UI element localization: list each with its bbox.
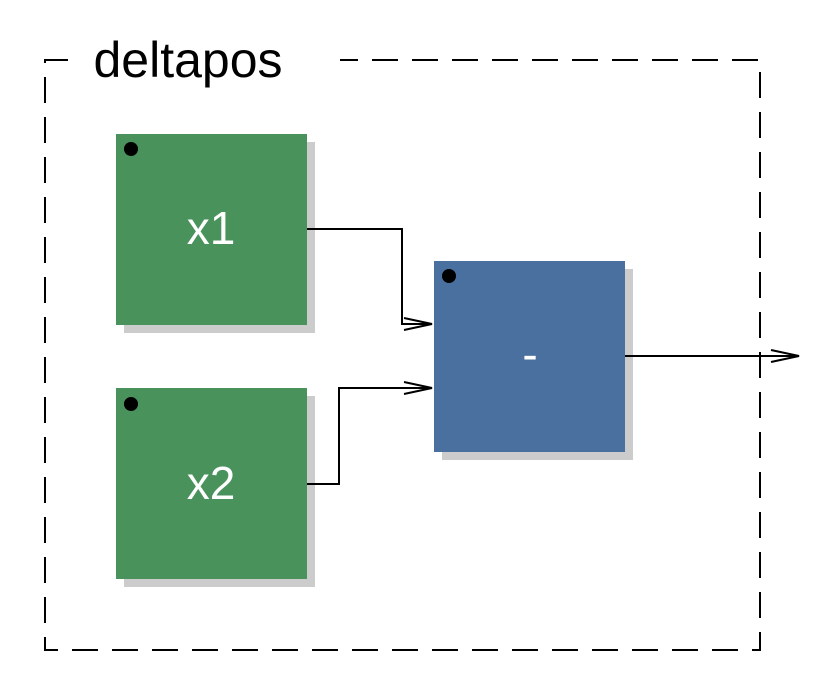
block-x2-body[interactable] (116, 388, 307, 579)
wire-x2-arrowhead (403, 381, 433, 395)
block-x1-label: x1 (187, 202, 236, 254)
block-minus[interactable]: - (434, 261, 633, 460)
block-x2-origin-dot (124, 397, 138, 411)
wire-output-arrowhead (770, 349, 800, 363)
group-frame-border (44, 59, 761, 651)
wires (307, 228, 800, 485)
block-x1-origin-dot (124, 142, 138, 156)
block-minus-label: - (522, 328, 537, 380)
block-x1[interactable]: x1 (116, 134, 315, 333)
wire-x1-to-minus[interactable] (307, 228, 432, 325)
block-x2[interactable]: x2 (116, 388, 315, 587)
wire-x2-to-minus[interactable] (307, 387, 432, 485)
group-frame: deltapos (44, 32, 761, 651)
block-minus-origin-dot (442, 269, 456, 283)
wire-x1-arrowhead (403, 317, 433, 331)
group-title: deltapos (93, 32, 282, 88)
block-x2-label: x2 (187, 457, 236, 509)
block-minus-body[interactable] (434, 261, 625, 452)
block-x1-body[interactable] (116, 134, 307, 325)
